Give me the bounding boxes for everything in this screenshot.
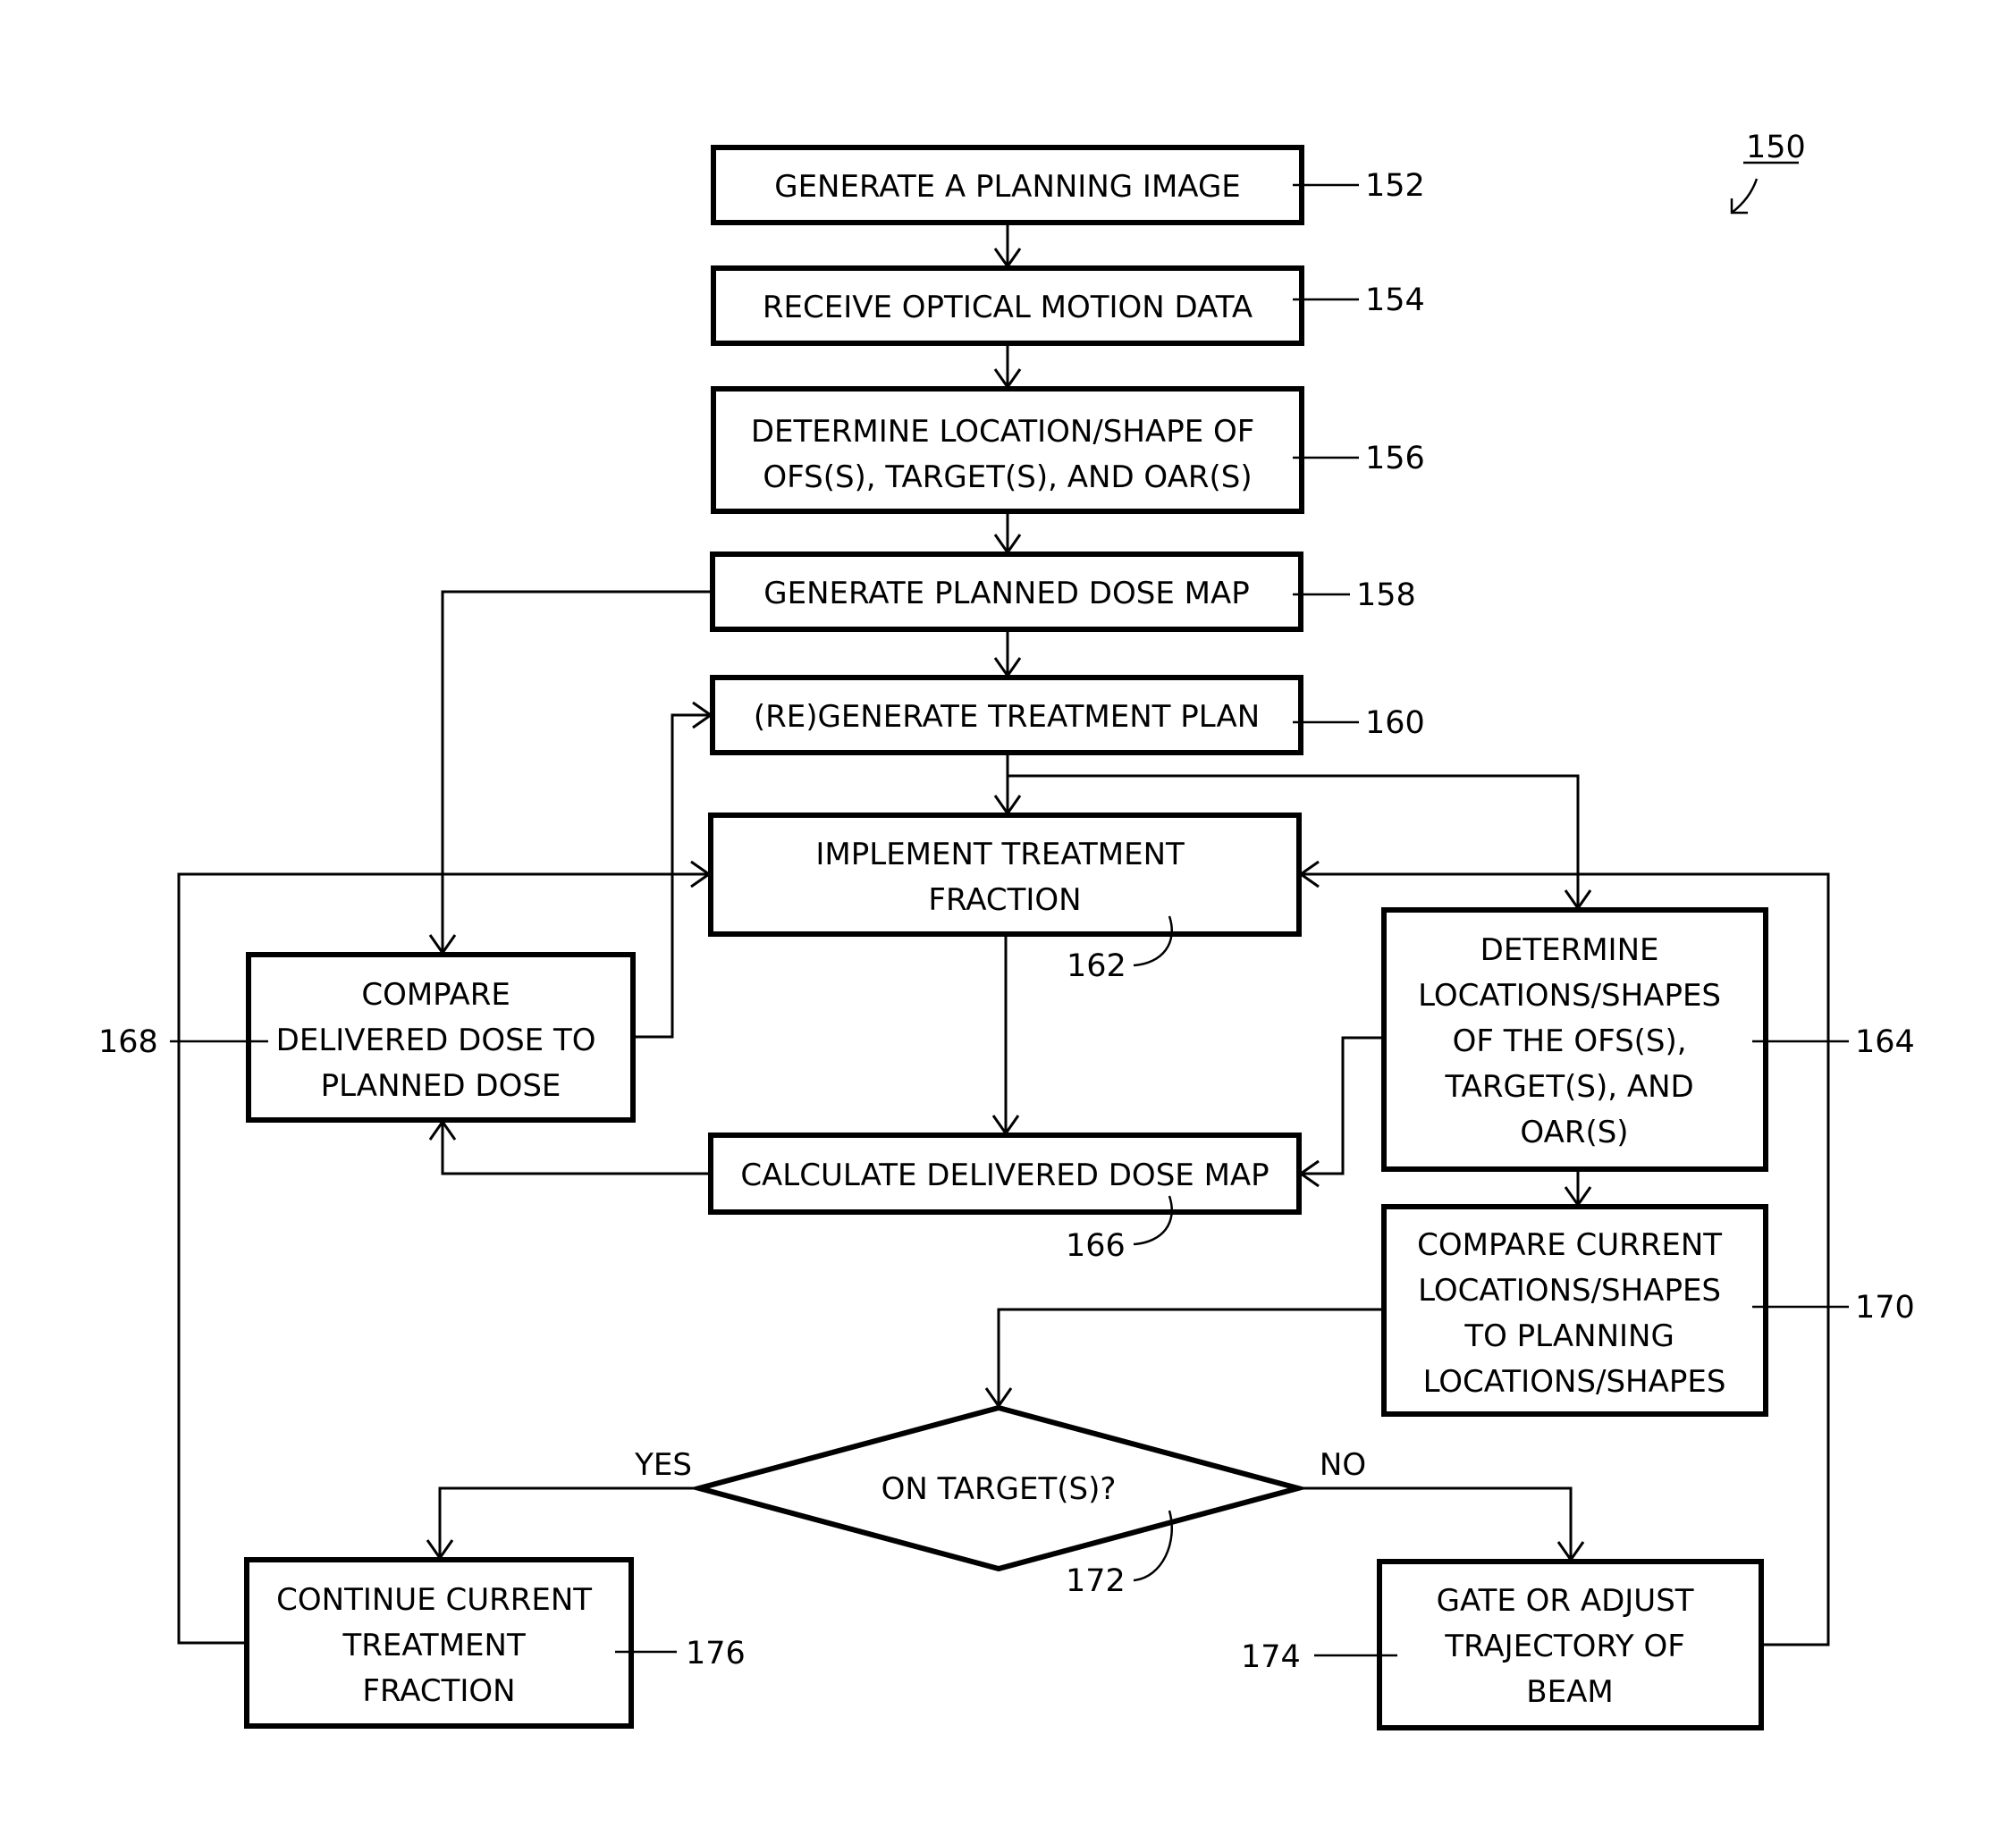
ref-152: 152 [1365,168,1425,204]
decision-172-label: ON TARGET(S)? [881,1471,1117,1507]
step-166-label: CALCULATE DELIVERED DOSE MAP [740,1158,1269,1193]
ref-164: 164 [1855,1024,1915,1060]
ref-162: 162 [1067,948,1126,984]
ref-156: 156 [1365,441,1425,476]
ref-160: 160 [1365,705,1425,741]
yes-label: YES [634,1447,692,1483]
ref-176: 176 [686,1636,746,1671]
ref-172: 172 [1066,1563,1126,1599]
no-label: NO [1320,1447,1366,1483]
ref-166: 166 [1066,1228,1126,1264]
step-152-label: GENERATE A PLANNING IMAGE [774,169,1241,205]
figure-ref-150: 150 [1746,130,1806,165]
step-154-label: RECEIVE OPTICAL MOTION DATA [763,290,1253,325]
step-160-label: (RE)GENERATE TREATMENT PLAN [754,699,1260,735]
ref-174: 174 [1241,1639,1301,1675]
ref-168: 168 [98,1024,158,1060]
step-158-label: GENERATE PLANNED DOSE MAP [763,576,1249,611]
ref-158: 158 [1356,577,1416,613]
ref-154: 154 [1365,282,1425,318]
ref-170: 170 [1855,1290,1915,1326]
